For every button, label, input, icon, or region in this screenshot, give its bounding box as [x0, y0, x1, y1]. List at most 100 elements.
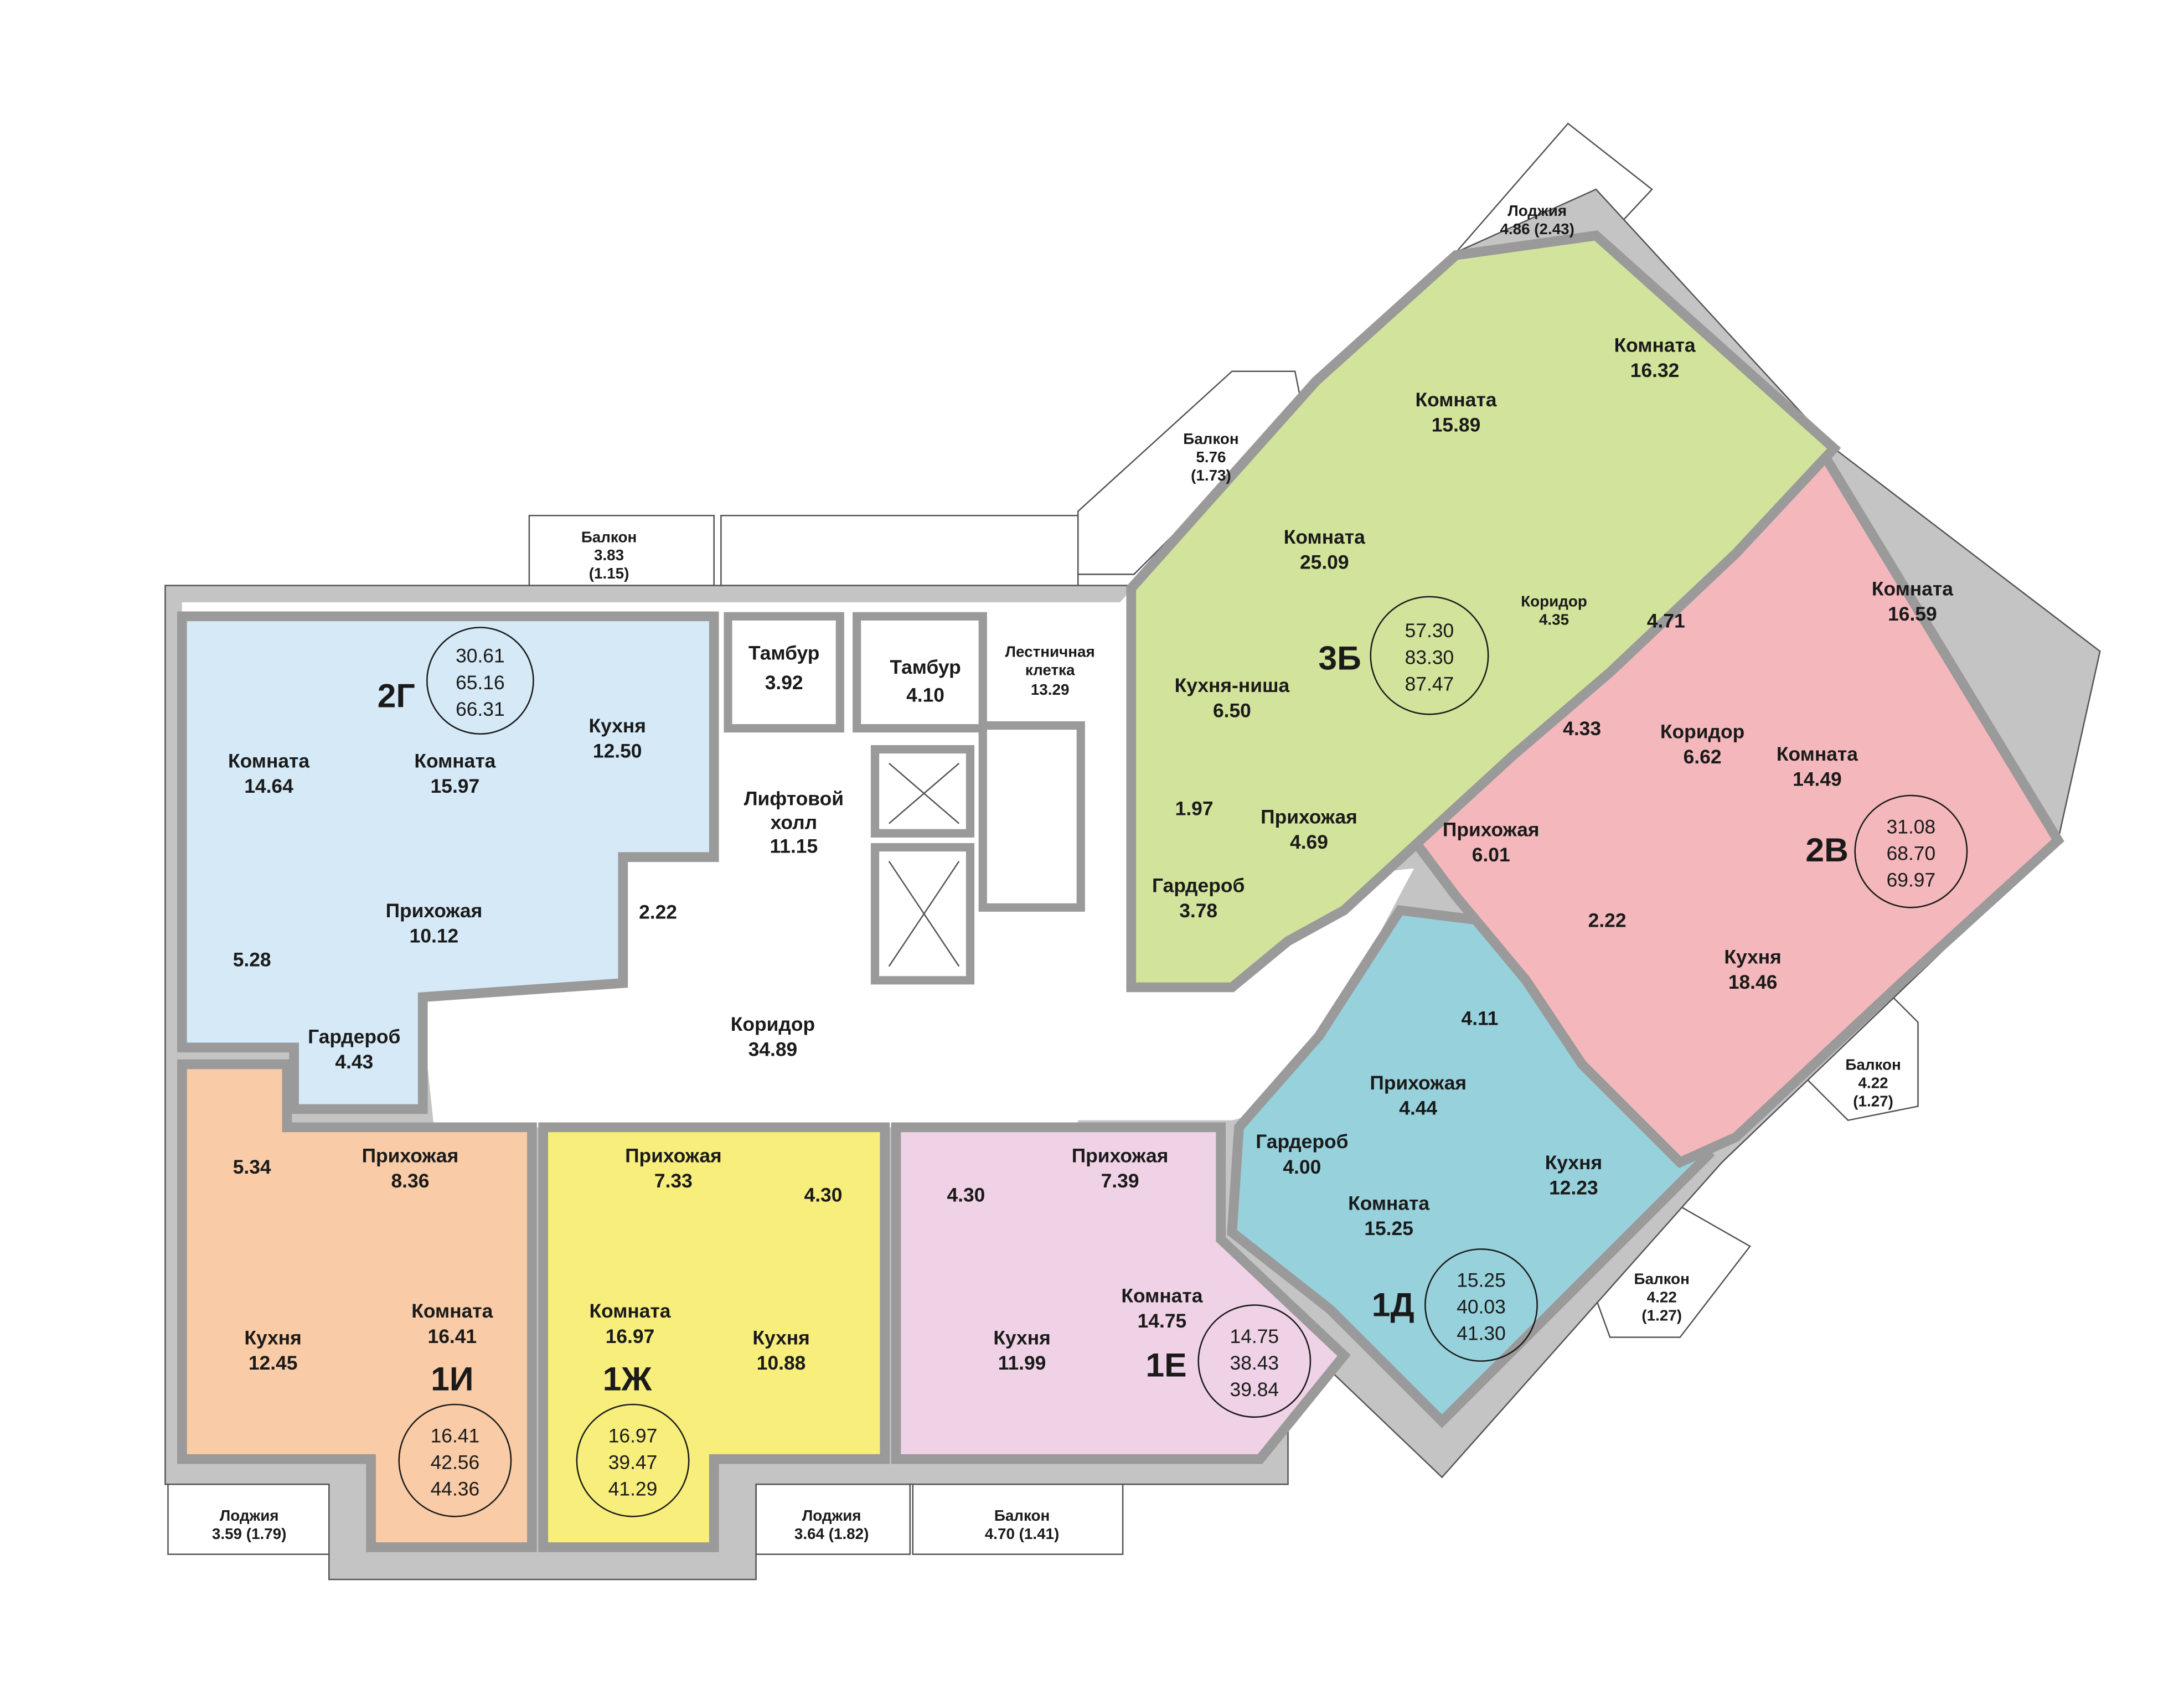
outdoor-reduced-area: (1.15): [589, 565, 629, 582]
room-area: 1.97: [1175, 797, 1214, 819]
outdoor-area: 3.64 (1.82): [794, 1525, 869, 1542]
room-name: Прихожая: [1072, 1145, 1169, 1167]
room-area: 5.34: [233, 1156, 271, 1178]
room-name: Кухня-ниша: [1175, 674, 1290, 696]
room-area: 12.45: [249, 1352, 298, 1374]
outdoor-name: Балкон: [1634, 1270, 1690, 1288]
room-name: Комната: [589, 1300, 670, 1322]
room-area: 25.09: [1300, 551, 1349, 573]
room-name: Коридор: [1521, 593, 1587, 610]
apartment-area-value: 30.61: [456, 645, 505, 667]
apartment-area-value: 16.97: [608, 1424, 658, 1447]
room-name: Кухня: [752, 1326, 809, 1349]
apartment-area-badge: [1854, 794, 1968, 908]
room-area: 4.11: [1462, 1008, 1499, 1030]
room-name: Комната: [1348, 1192, 1429, 1215]
room-area: 34.89: [748, 1038, 798, 1060]
room-name: Кухня: [244, 1326, 301, 1349]
apartment-2g[interactable]: [177, 611, 719, 1114]
apartment-area-value: 14.75: [1230, 1325, 1279, 1347]
room-name: Тамбур: [748, 642, 819, 664]
room-name: Кухня: [993, 1326, 1050, 1349]
room-name: Гардероб: [1256, 1130, 1348, 1153]
apartment-area-value: 38.43: [1230, 1352, 1279, 1374]
room-name: Комната: [1777, 743, 1858, 765]
lobby-canopy: [720, 514, 1079, 586]
room-name: Комната: [1872, 577, 1953, 600]
core-walls: [724, 612, 1085, 985]
room-name: Прихожая: [625, 1145, 722, 1167]
room-name: Коридор: [731, 1013, 815, 1035]
apartment-area-badge: [1370, 596, 1489, 715]
apartment-area-value: 57.30: [1405, 619, 1454, 642]
apartment-code: 2Г: [378, 677, 415, 715]
outdoor-area: 3.59 (1.79): [212, 1525, 286, 1542]
apartment-area-badge: [1197, 1304, 1312, 1418]
apartment-code: 1Д: [1372, 1286, 1414, 1324]
room-area: 12.23: [1549, 1177, 1598, 1199]
apartment-area-value: 15.25: [1457, 1269, 1506, 1292]
room-area: 3.78: [1179, 900, 1217, 922]
room-name: Коридор: [1660, 720, 1744, 742]
room-area: 11.99: [998, 1352, 1046, 1374]
room-area: 16.32: [1630, 359, 1680, 381]
outdoor-name: Балкон: [1183, 430, 1238, 447]
outdoor-area: 4.70 (1.41): [985, 1525, 1059, 1542]
apartment-area-value: 66.31: [456, 698, 505, 720]
apartment-3b[interactable]: [1126, 230, 1841, 993]
apartment-area-value: 69.97: [1887, 869, 1936, 891]
apartment-1zh[interactable]: [538, 1122, 890, 1552]
apartment-area-value: 41.30: [1457, 1323, 1506, 1345]
room-name: Прихожая: [386, 900, 483, 922]
room-area: 14.49: [1793, 768, 1842, 790]
outdoor-reduced-area: (1.73): [1191, 467, 1231, 484]
outdoor-reduced-area: (1.27): [1641, 1306, 1682, 1324]
room-area: 6.50: [1213, 699, 1251, 721]
room-area: 10.12: [410, 925, 459, 947]
room-area: 14.64: [244, 775, 293, 797]
elevator-icons: [888, 762, 960, 967]
outdoor-name: Лоджия: [1507, 202, 1567, 219]
outdoor-name: Балкон: [994, 1507, 1050, 1524]
apartment-code: 1Ж: [603, 1360, 653, 1398]
room-name: клетка: [1025, 662, 1075, 679]
room-area: 15.25: [1364, 1217, 1413, 1239]
room-name: Комната: [1614, 334, 1696, 356]
room-area: 5.28: [233, 949, 271, 971]
outdoor-name: Лоджия: [220, 1507, 279, 1524]
apartment-area-value: 83.30: [1405, 646, 1454, 668]
room-name: Прихожая: [362, 1145, 459, 1167]
apartment-area-value: 87.47: [1405, 673, 1454, 695]
outdoor-area: 3.83: [594, 546, 624, 564]
room-area: 7.39: [1101, 1170, 1139, 1192]
room-area: 2.22: [639, 901, 677, 923]
room-area: 2.22: [1588, 910, 1627, 932]
room-name: Кухня: [1545, 1151, 1602, 1174]
room-area: 4.00: [1283, 1156, 1321, 1178]
apartment-code: 3Б: [1318, 639, 1361, 676]
apartment-1i[interactable]: [177, 1059, 537, 1552]
room-area: 8.36: [391, 1170, 430, 1192]
room-area: 4.30: [947, 1184, 985, 1206]
room-name: Комната: [228, 750, 309, 772]
apartment-area-value: 44.36: [431, 1478, 480, 1500]
room-area: 4.10: [906, 684, 944, 706]
room-name: Гардероб: [308, 1026, 400, 1048]
apartment-area-value: 39.47: [608, 1451, 658, 1473]
room-name: Лифтовой: [744, 788, 844, 810]
apartment-1e[interactable]: [891, 1122, 1351, 1464]
apartment-area-badge: [1424, 1248, 1538, 1362]
room-name: Комната: [1121, 1284, 1202, 1306]
apartments: [177, 230, 2064, 1552]
outdoor-area: 5.76: [1196, 448, 1226, 466]
room-name: Тамбур: [890, 656, 961, 678]
room-area: 4.71: [1647, 610, 1685, 632]
room-area: 4.69: [1290, 831, 1328, 853]
room-area: 16.41: [428, 1325, 477, 1347]
outdoor-name: Лоджия: [802, 1507, 861, 1524]
room-area: 11.15: [770, 835, 818, 858]
apartment-area-value: 41.29: [608, 1478, 658, 1500]
outdoor-name: Балкон: [581, 528, 637, 545]
room-area: 15.89: [1432, 414, 1481, 436]
